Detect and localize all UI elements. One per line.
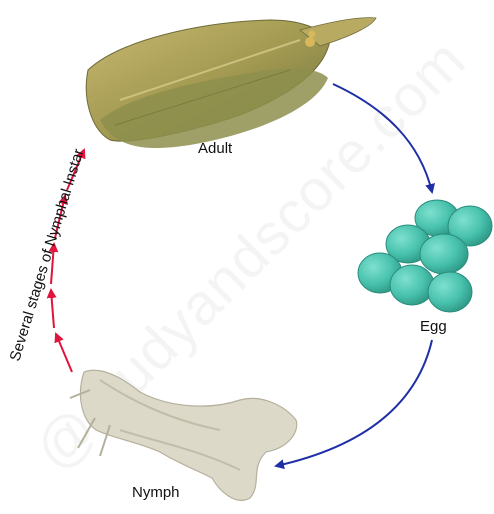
arrow-egg-to-nymph <box>276 340 432 466</box>
egg-label: Egg <box>420 318 447 335</box>
nymph-label: Nymph <box>132 484 180 501</box>
instar-arrow-2 <box>51 290 54 328</box>
adult-label: Adult <box>198 140 232 157</box>
adult-insect-image <box>86 18 376 148</box>
instar-arrow-1 <box>56 334 72 372</box>
egg-cluster-image <box>358 200 492 312</box>
nymph-insect-image <box>70 370 297 500</box>
arrow-adult-to-egg <box>333 84 432 192</box>
